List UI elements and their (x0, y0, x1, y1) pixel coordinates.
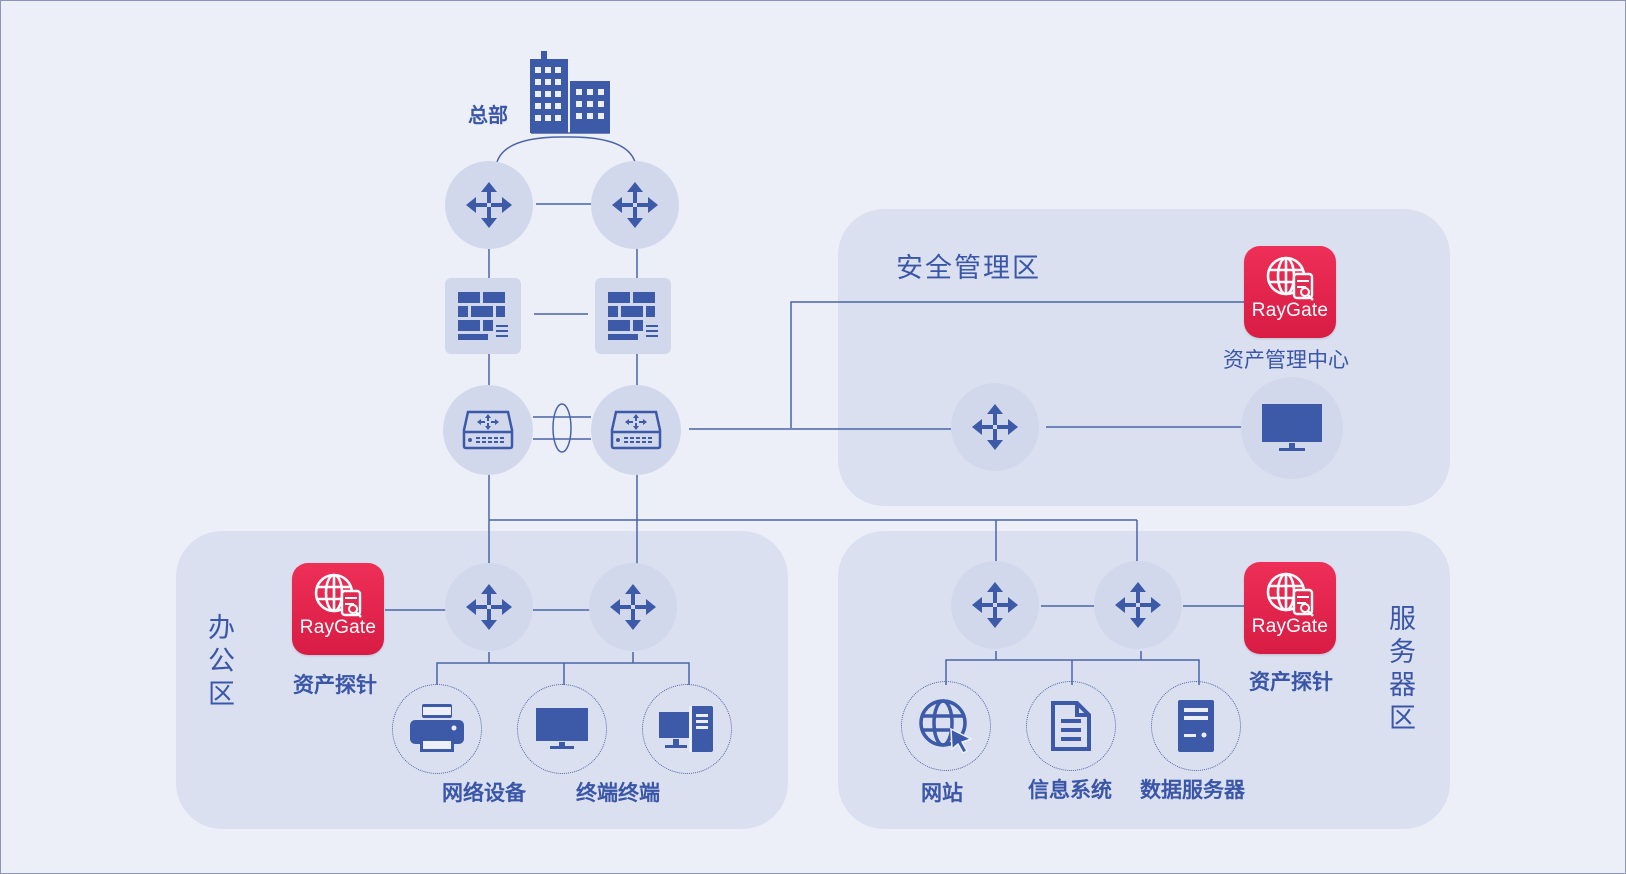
hq-link-arc (495, 136, 637, 167)
office-desktop-node[interactable] (642, 684, 732, 774)
server-data-server-node[interactable] (1151, 681, 1241, 771)
firewall-brick-icon (608, 292, 658, 340)
raygate-brand-text: RayGate (299, 617, 377, 638)
raygate-globe-icon (1266, 256, 1314, 301)
router-arrows-icon (466, 182, 512, 228)
firewall-right[interactable] (595, 278, 671, 354)
raygate-brand-text: RayGate (1251, 300, 1329, 321)
server-label-website: 网站 (921, 781, 963, 805)
office-monitor-node[interactable] (517, 684, 607, 774)
server-label-info-system: 信息系统 (1028, 778, 1112, 802)
server-router-left[interactable] (951, 561, 1039, 649)
office-label-network-devices: 网络设备 (442, 781, 526, 805)
server-router-right[interactable] (1094, 561, 1182, 649)
server-info-system-node[interactable] (1026, 681, 1116, 771)
server-zone-title: 服务器区 (1384, 604, 1415, 736)
router-arrows-icon (1115, 582, 1161, 628)
server-tower-icon (1178, 700, 1214, 752)
headquarters-label: 总部 (468, 103, 508, 127)
office-zone-title: 办公区 (203, 613, 234, 712)
raygate-brand-text: RayGate (1251, 616, 1329, 637)
router-arrows-icon (612, 182, 658, 228)
monitor-icon (1262, 404, 1322, 451)
desktop-pc-icon (659, 706, 713, 752)
asset-management-center-label: 资产管理中心 (1223, 348, 1349, 372)
firewall-left[interactable] (445, 278, 521, 354)
raygate-globe-icon (314, 573, 362, 618)
document-icon (1051, 701, 1091, 751)
monitor-icon (536, 708, 588, 749)
server-probe-label: 资产探针 (1249, 670, 1333, 694)
office-router-right[interactable] (589, 563, 677, 651)
link-aggregation-ellipse (552, 403, 572, 453)
globe-cursor-icon (919, 699, 973, 754)
office-probe-label: 资产探针 (293, 673, 377, 697)
office-label-terminals: 终端终端 (576, 781, 660, 805)
hq-router-right[interactable] (591, 161, 679, 249)
security-zone-router[interactable] (951, 383, 1039, 471)
firewall-brick-icon (458, 292, 508, 340)
server-label-data-server: 数据服务器 (1140, 778, 1245, 802)
raygate-globe-icon (1266, 572, 1314, 617)
core-switch-left[interactable] (443, 385, 533, 475)
router-arrows-icon (972, 404, 1018, 450)
raygate-probe-server-tile[interactable]: RayGate (1244, 562, 1336, 654)
core-switch-right[interactable] (591, 385, 681, 475)
security-zone-monitor-node[interactable] (1241, 377, 1343, 479)
security-management-zone (838, 209, 1450, 506)
building-icon (525, 51, 611, 135)
office-router-left[interactable] (445, 563, 533, 651)
hq-router-left[interactable] (445, 161, 533, 249)
raygate-probe-office-tile[interactable]: RayGate (292, 563, 384, 655)
printer-icon (410, 704, 464, 752)
router-arrows-icon (610, 584, 656, 630)
core-switch-icon (610, 410, 662, 450)
router-arrows-icon (466, 584, 512, 630)
raygate-asset-center-tile[interactable]: RayGate (1244, 246, 1336, 338)
server-website-node[interactable] (901, 681, 991, 771)
router-arrows-icon (972, 582, 1018, 628)
office-printer-node[interactable] (392, 684, 482, 774)
security-zone-title: 安全管理区 (896, 253, 1041, 284)
core-switch-icon (462, 410, 514, 450)
